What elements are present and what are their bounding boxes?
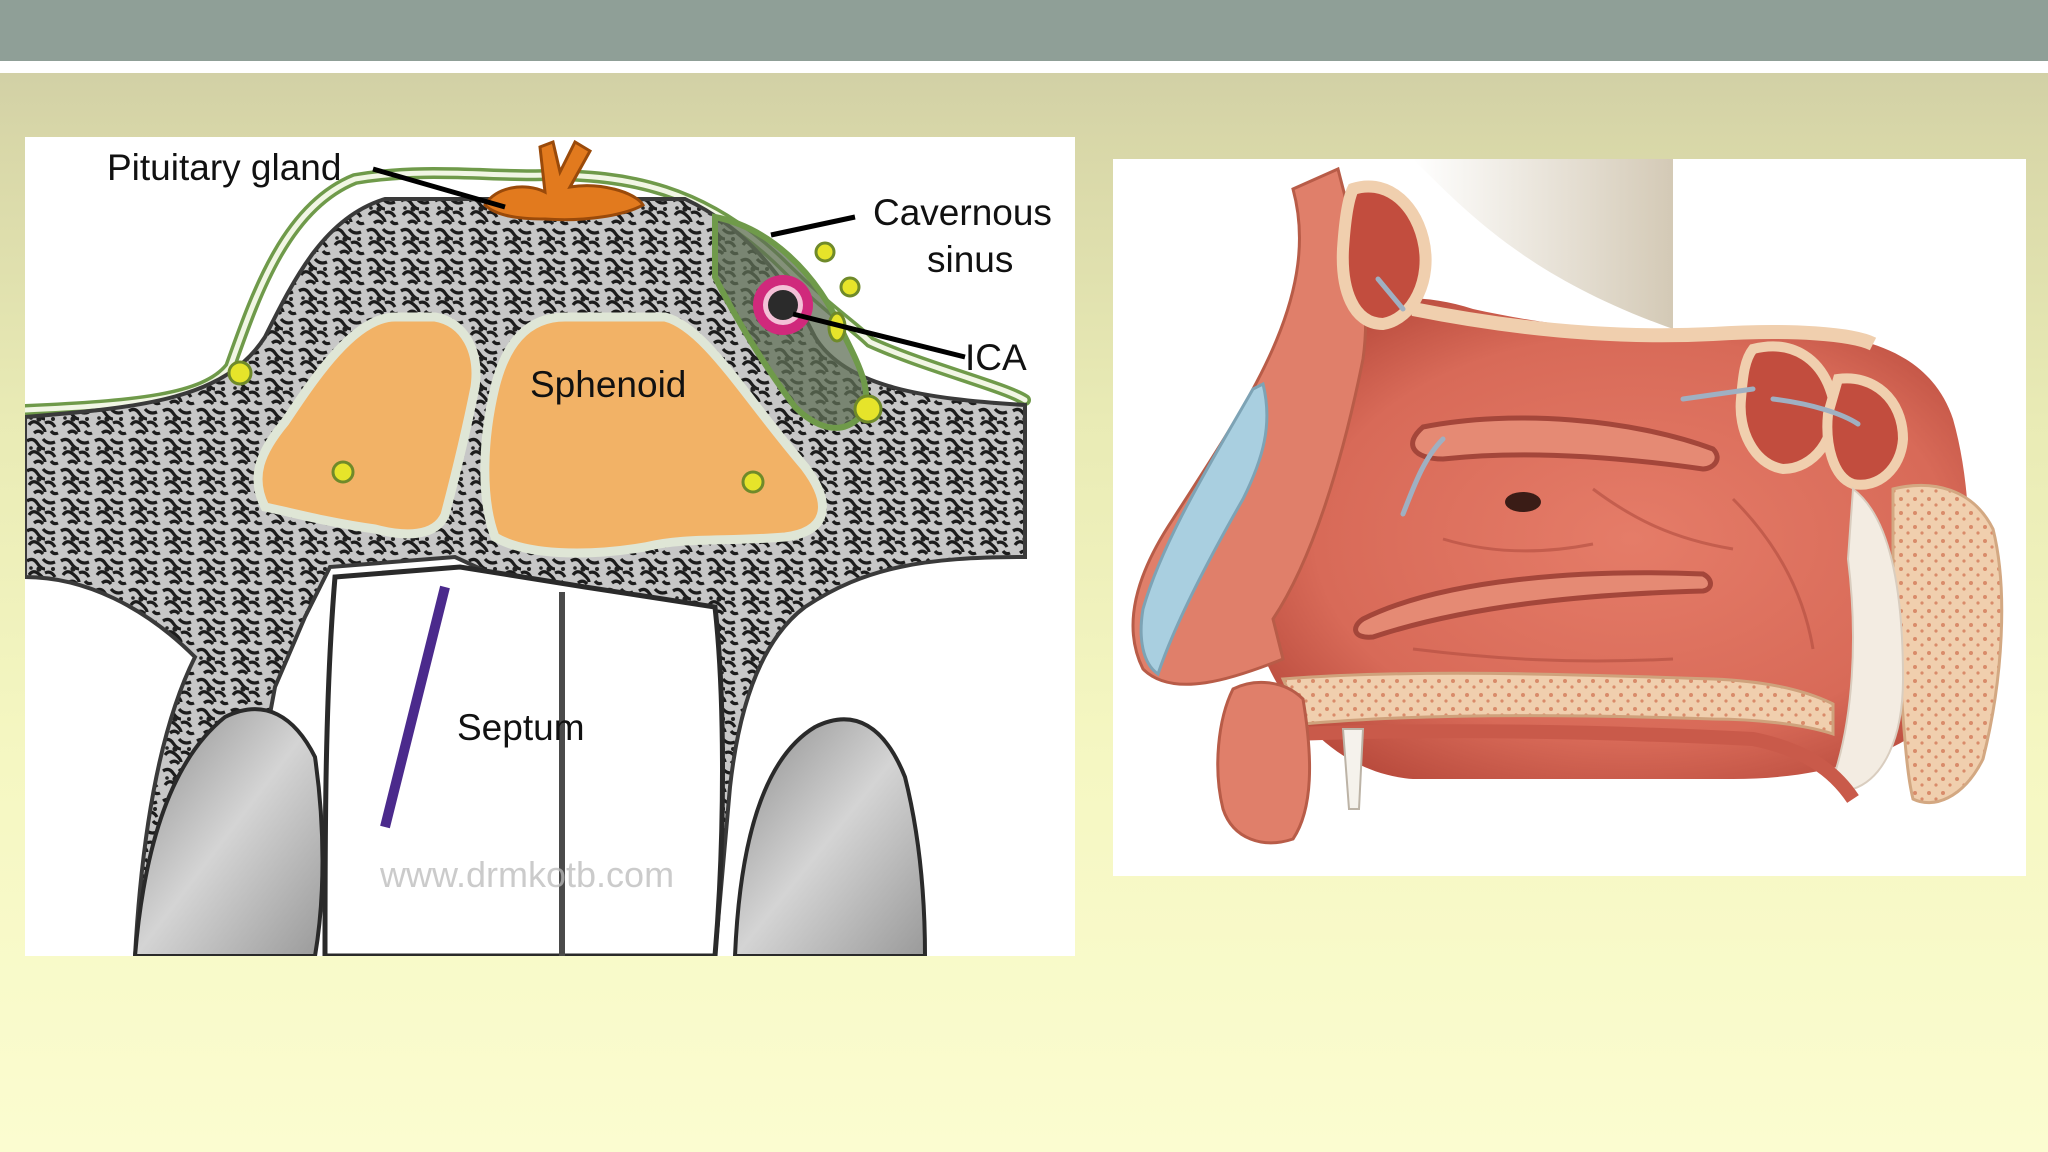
label-septum: Septum [457,707,585,748]
sphenoid-probe-1 [1680,386,1756,402]
mucosa-folds [1412,487,1815,663]
label-cavernous-line2: sinus [927,239,1013,280]
sphenoid-sinus-cell-2 [1822,373,1909,490]
sphenoid-coronal-diagram: Pituitary gland Cavernous sinus ICA Sphe… [25,137,1075,956]
title-bar [0,0,2048,61]
middle-meatus-probe [1400,436,1446,517]
ostium-opening [1505,492,1541,512]
label-cavernous-line1: Cavernous [873,192,1052,233]
forehead-shadow [1413,159,1673,329]
pituitary-gland [483,139,646,222]
inferior-turbinate [1353,570,1713,640]
skull-base-bone [1411,302,1877,351]
frontal-probe [1375,276,1406,312]
ica-leader-line [792,311,966,360]
sphenoid-right-cavity [480,312,827,558]
label-sphenoid: Sphenoid [530,364,686,405]
nasal-cartilage [1139,381,1269,677]
right-pterygoid-bone [732,717,928,956]
lateral-nasal-wall-illustration [1113,159,2026,876]
frontal-sinus [1336,180,1432,331]
label-pituitary-gland: Pituitary gland [107,147,341,188]
posterior-bone-column [1891,483,2004,805]
cavernous-leader-line [770,214,856,238]
title-bar-divider [0,61,2048,73]
watermark-text: www.drmkotb.com [379,854,674,895]
middle-turbinate [1410,415,1720,472]
cranial-nerves [227,241,883,494]
sphenoid-left-cavity [253,312,481,539]
palate-mucosa-band [1292,724,1859,803]
upper-lip [1216,680,1312,845]
label-ica: ICA [965,337,1027,378]
septum-purple-edge [380,585,450,829]
incisor-tooth [1341,728,1365,810]
hard-palate [1280,671,1835,737]
left-pterygoid-bone [132,707,325,956]
pituitary-leader-line [372,166,506,210]
sphenoid-probe-2 [1770,396,1861,427]
pharyngeal-tissue [1831,487,1905,791]
nasal-cavity [322,564,725,956]
